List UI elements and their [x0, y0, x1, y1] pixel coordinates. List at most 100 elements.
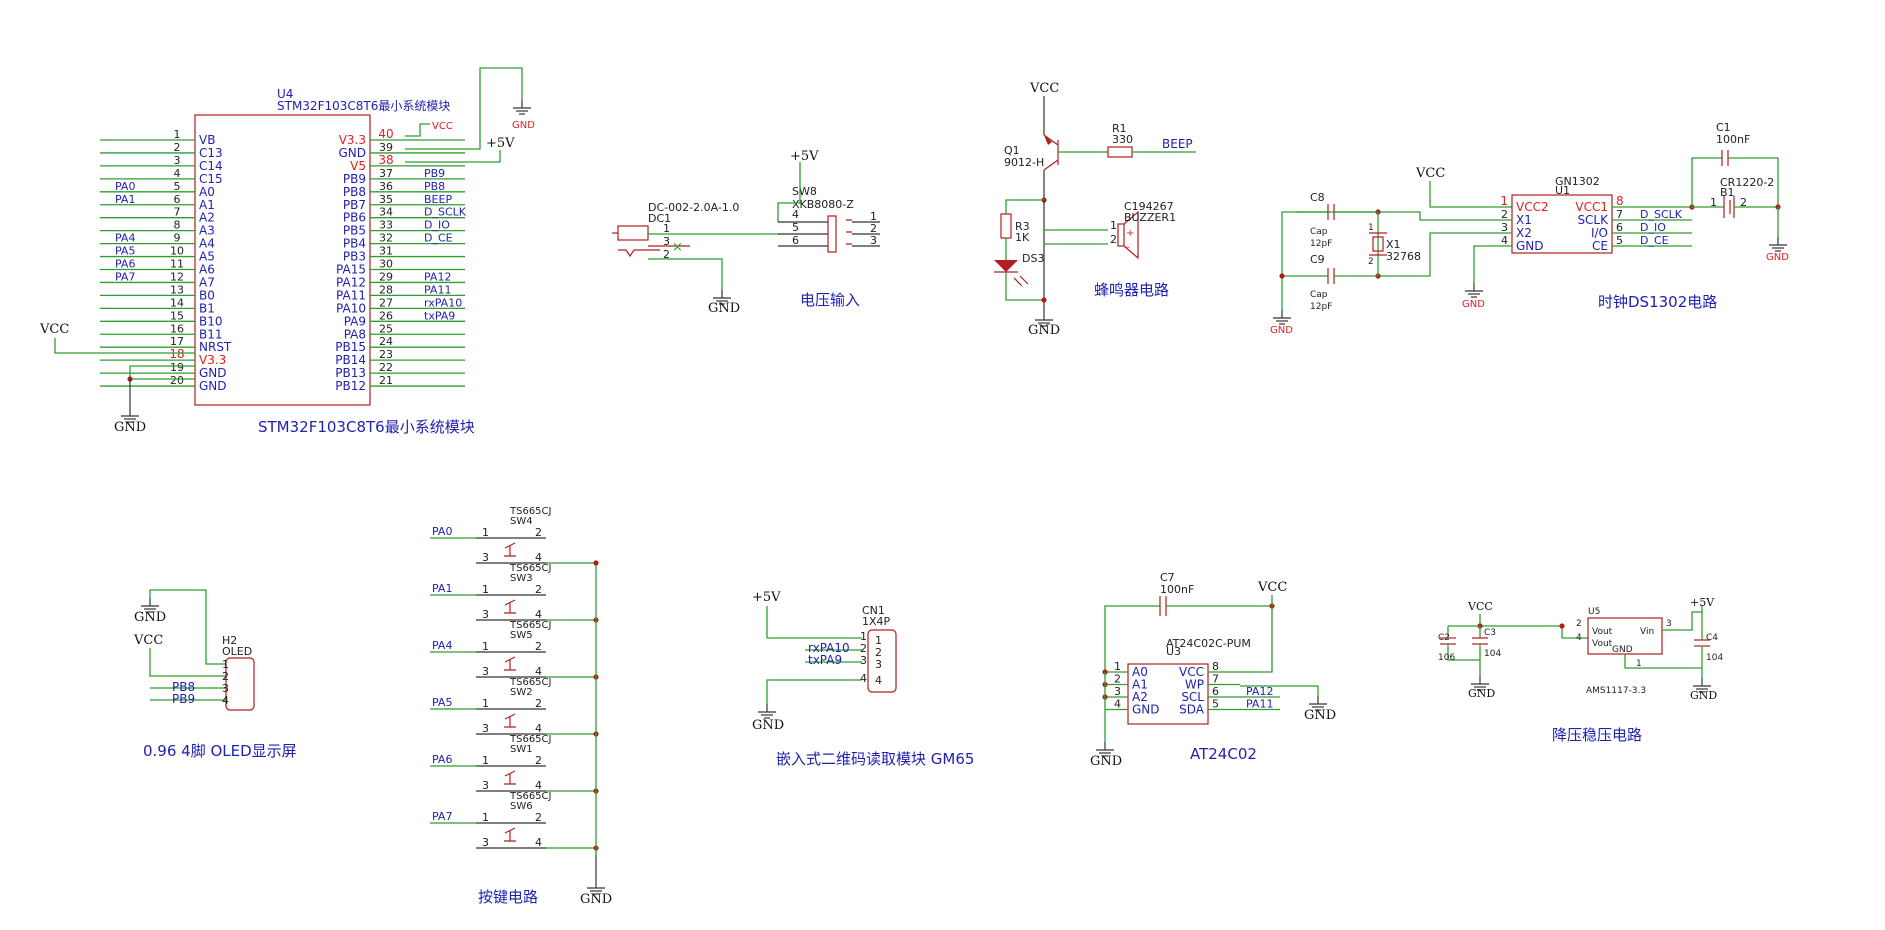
mcu-right-pin-name: PB8 [343, 185, 366, 199]
mcu-right-pin-num: 23 [379, 348, 393, 361]
mcu-right-pin-name: PB14 [335, 353, 366, 367]
qr-pin-1: 1 [860, 630, 867, 643]
mcu-right-pin-num: 27 [379, 296, 393, 309]
ldo-pin-4: 4 [1576, 633, 1582, 643]
key-switch-value: TS665CJ [509, 506, 551, 517]
mcu-right-pin-num: 34 [379, 206, 393, 219]
crystal-pin-2: 2 [1368, 257, 1374, 267]
mcu-right-pin-num: 40 [378, 127, 393, 141]
r1-net-label: BEEP [1162, 137, 1193, 151]
mcu-left-net-label: PA4 [115, 232, 135, 245]
sw8-body [827, 215, 837, 253]
mcu-left-pin-name: A2 [199, 211, 215, 225]
rtc-ref: U1 [1555, 184, 1570, 197]
c7-ref: C7 [1160, 571, 1175, 584]
mcu-left-pin-num: 17 [170, 335, 184, 348]
mcu-left-pin-name: C14 [199, 159, 223, 173]
ldo-pin-2: 2 [1576, 619, 1582, 629]
rtc-cap-gnd-symbol [1272, 309, 1292, 325]
mcu-left-pin-name: GND [199, 366, 227, 380]
rtc-left-pin-num: 3 [1501, 221, 1508, 234]
sw8-pin-2: 2 [870, 222, 877, 235]
rtc-left-pin-num: 4 [1501, 234, 1508, 247]
rtc-right-pin-name: I/O [1591, 226, 1608, 240]
mcu-5v-label: +5V [486, 136, 515, 151]
mcu-left-pin-num: 14 [170, 296, 184, 309]
battery-ref: B1 [1720, 186, 1735, 199]
sw8-value: XKB8080-Z [792, 198, 854, 211]
mcu-right-pin-num: 35 [379, 193, 393, 206]
qr-value: 1X4P [862, 615, 891, 628]
mcu-left-pin-name: B10 [199, 314, 223, 328]
key-switch-mark [504, 656, 516, 671]
dc-jack-contact [618, 249, 660, 258]
rtc-right-pin-name: SCLK [1577, 213, 1609, 227]
eeprom-body [1127, 663, 1209, 725]
sw8-5v-label: +5V [790, 149, 819, 164]
qr-inner-pin-1: 1 [875, 634, 882, 647]
key-pin-3: 3 [482, 779, 489, 792]
eeprom-left-pin-num: 3 [1114, 685, 1121, 698]
key-pin-3: 3 [482, 665, 489, 678]
eeprom-right-pin-num: 6 [1212, 685, 1219, 698]
oled-value: OLED [222, 645, 252, 658]
mcu-vcc-out-label: VCC [432, 121, 453, 132]
rtc-left-pin-name: VCC2 [1516, 200, 1549, 214]
mcu-left-pin-name: GND [199, 379, 227, 393]
mcu-left-pin-name: B1 [199, 301, 215, 315]
rtc-right-net-label: D_IO [1640, 221, 1666, 234]
mcu-left-net-label: PA0 [115, 180, 135, 193]
mcu-right-pin-name: PA11 [336, 288, 366, 302]
bz-cone [1123, 210, 1139, 260]
rtc-right-net-label: D_CE [1640, 234, 1669, 247]
mcu-left-pin-num: 9 [174, 232, 181, 245]
qr-inner-pin-4: 4 [875, 674, 882, 687]
eeprom-left-pin-name: A2 [1132, 690, 1148, 704]
key-pin-2: 2 [535, 811, 542, 824]
mcu-gnd-label: GND [114, 420, 146, 435]
ldo-gnd-label-right: GND [1690, 689, 1717, 702]
mcu-left-pin-name: B11 [199, 327, 223, 341]
pwr-caption: 电压输入 [800, 291, 860, 309]
battery-gnd-symbol [1768, 236, 1788, 252]
mcu-vcc-label: VCC [39, 322, 69, 337]
key-switch-value: TS665CJ [509, 791, 551, 802]
r1-value: 330 [1112, 133, 1133, 146]
rtc-right-net-label: D_SCLK [1640, 208, 1683, 221]
qr-inner-pin-3: 3 [875, 658, 882, 671]
oled-display: GND VCC H2 OLED 1 2 3 4 PB8 PB9 0.96 4脚 … [133, 589, 297, 760]
ldo-pin-vout: Vout [1592, 627, 1613, 637]
mcu-left-pin-num: 4 [174, 167, 181, 180]
mcu-right-pin-num: 39 [379, 141, 393, 154]
eeprom-right-pin-name: WP [1185, 678, 1204, 692]
oled-net-pb9: PB9 [172, 692, 195, 706]
key-switch-net: PA1 [432, 582, 452, 595]
bz-gnd-label: GND [1028, 323, 1060, 338]
key-pin-4: 4 [535, 779, 542, 792]
mcu-left-pin-name: A1 [199, 198, 215, 212]
mcu-left-pin-num: 15 [170, 309, 184, 322]
r3-body [1000, 213, 1012, 239]
mcu-left-pin-num: 12 [170, 270, 184, 283]
key-pin-3: 3 [482, 836, 489, 849]
c8-ref: C8 [1310, 191, 1325, 204]
mcu-right-pin-name: GND [338, 146, 366, 160]
eeprom-gnd-label: GND [1090, 754, 1122, 769]
ldo-pin-vout2: Vout [1592, 639, 1613, 649]
qr-reader: +5V GND CN1 1X4P 1 2 3 4 1 2 3 4 rxPA10 … [752, 590, 974, 768]
qr-net-rx: rxPA10 [808, 641, 850, 655]
key-pin-3: 3 [482, 608, 489, 621]
mcu-left-pin-num: 11 [170, 258, 184, 271]
bz-minus: - [1126, 242, 1130, 253]
ldo-gnd-label-left: GND [1468, 687, 1495, 700]
c9-ref: C9 [1310, 253, 1325, 266]
eeprom-right-pin-num: 7 [1212, 673, 1219, 686]
mcu-left-pin-num: 7 [174, 206, 181, 219]
